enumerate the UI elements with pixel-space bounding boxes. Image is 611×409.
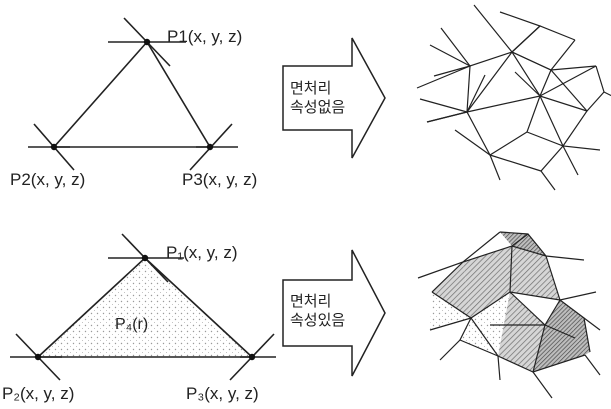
top-arrow (282, 37, 386, 159)
top-arrow-text: 면처리 속성없음 (290, 79, 345, 117)
bottom-p4-label: P₄(r) (115, 316, 149, 333)
top-tin-mesh (416, 4, 611, 191)
bottom-arrow (282, 249, 386, 377)
bottom-arrow-line1: 면처리 (290, 293, 332, 310)
bottom-tin-mesh (417, 231, 601, 399)
top-p3-label: P3(x, y, z) (182, 170, 258, 189)
top-arrow-line2: 속성없음 (290, 99, 346, 116)
bottom-triangle (10, 233, 276, 381)
bottom-p1-label: P₁(x, y, z) (166, 243, 238, 262)
top-vertex-points (50, 38, 214, 151)
bottom-p3-label: P₃(x, y, z) (186, 384, 259, 403)
bottom-vertex-points (34, 254, 256, 361)
bottom-triangle-fill (38, 258, 252, 357)
bottom-arrow-text: 면처리 속성있음 (290, 292, 345, 330)
bottom-tin-shaded-faces (430, 232, 590, 372)
bottom-p2-label: P₂(x, y, z) (2, 384, 75, 403)
top-p1-label: P1(x, y, z) (167, 27, 243, 46)
top-p2-label: P2(x, y, z) (10, 170, 86, 189)
top-arrow-line1: 면처리 (290, 80, 332, 97)
bottom-arrow-line2: 속성있음 (290, 312, 346, 329)
